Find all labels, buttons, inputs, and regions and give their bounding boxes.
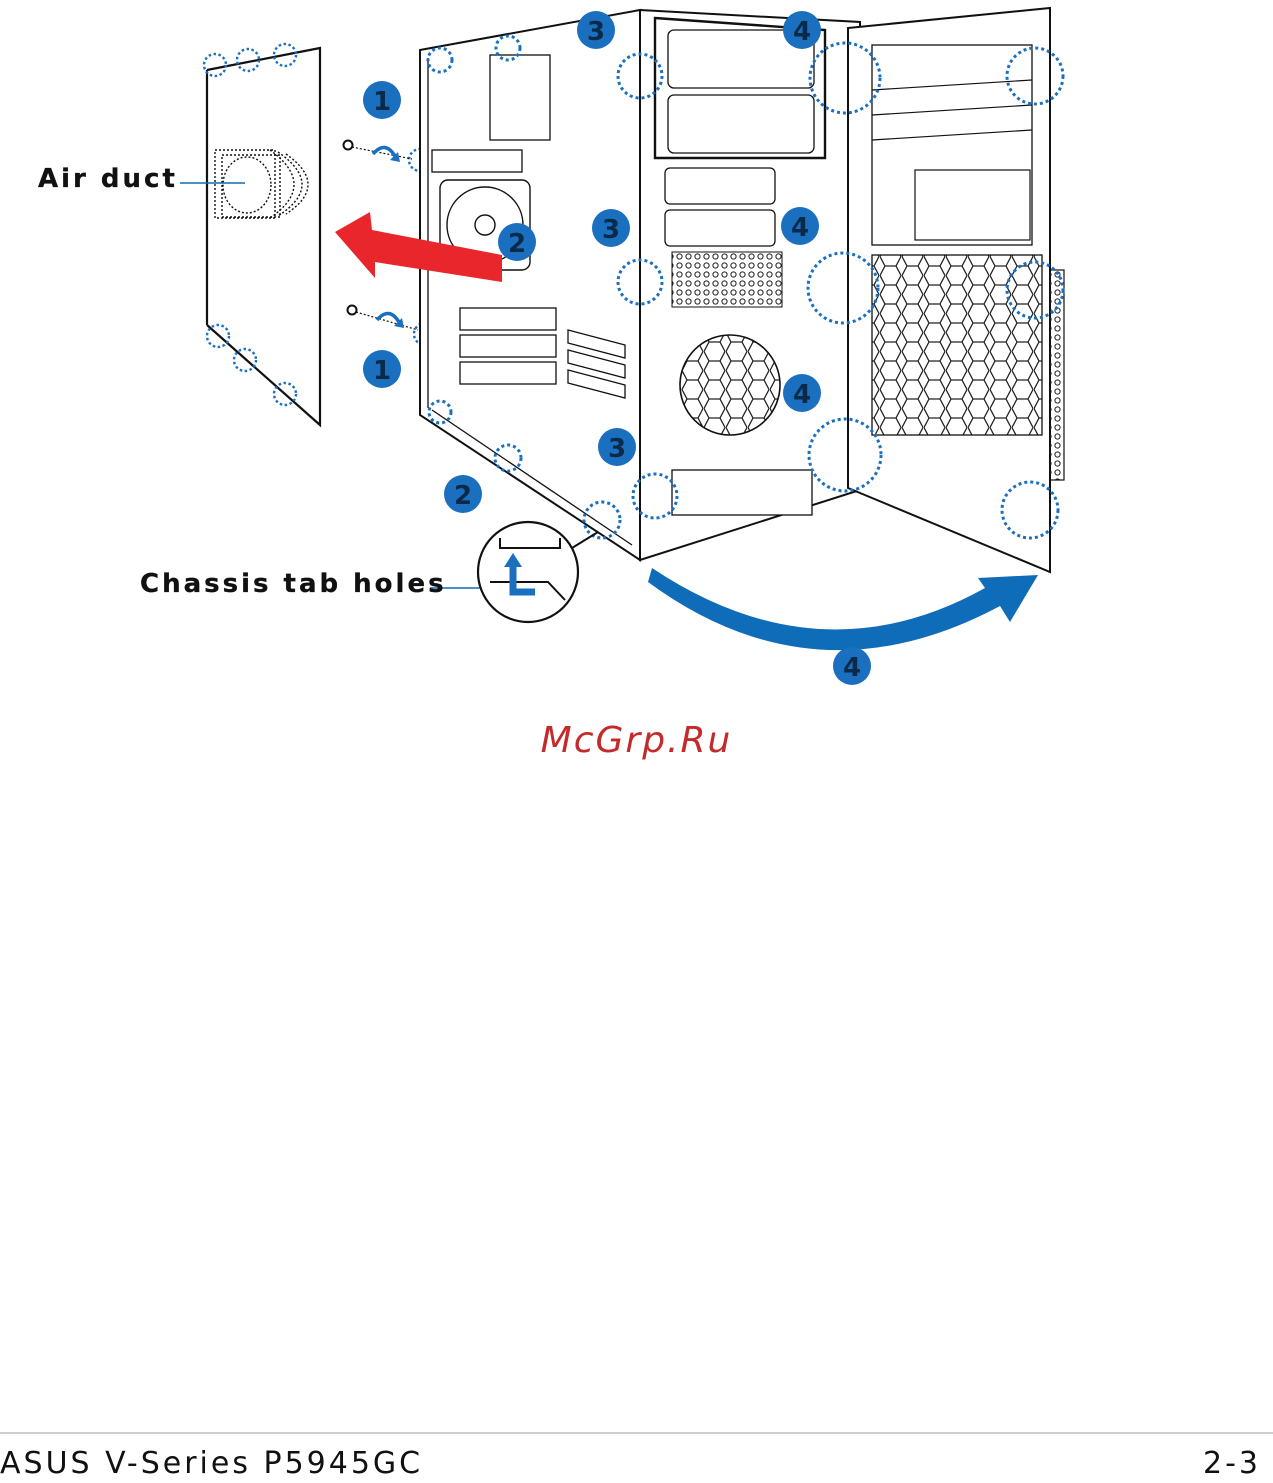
step-badge: 1 <box>363 350 401 388</box>
step-badge: 1 <box>363 81 401 119</box>
step-badge: 2 <box>498 223 536 261</box>
watermark: McGrp.Ru <box>0 720 1273 761</box>
step-badge: 3 <box>592 209 630 247</box>
step-badge: 4 <box>783 374 821 412</box>
footer-manual-title: ASUS V-Series P5945GC <box>0 1446 423 1481</box>
svg-text:2: 2 <box>508 229 526 259</box>
svg-text:2: 2 <box>454 481 472 511</box>
svg-text:4: 4 <box>793 380 811 410</box>
air-duct-label: Air duct <box>38 164 178 194</box>
step-badge: 4 <box>781 207 819 245</box>
svg-text:4: 4 <box>793 17 811 47</box>
side-panel <box>207 48 320 425</box>
chassis-body <box>420 10 860 560</box>
footer-page-number: 2-3 <box>1203 1446 1261 1481</box>
tab-hole-detail <box>478 522 598 622</box>
svg-text:4: 4 <box>843 653 861 683</box>
svg-text:1: 1 <box>373 356 391 386</box>
swing-arrow <box>648 568 1038 650</box>
step-badge: 3 <box>577 11 615 49</box>
step-badge: 2 <box>444 475 482 513</box>
svg-text:1: 1 <box>373 87 391 117</box>
svg-text:3: 3 <box>587 17 605 47</box>
chassis-assembly-figure: 1 1 2 2 3 3 3 4 4 4 4 Air duct Chassis t… <box>0 0 1273 700</box>
screw-icon <box>348 306 419 331</box>
step-badge: 4 <box>783 11 821 49</box>
svg-text:3: 3 <box>608 434 626 464</box>
footer-divider <box>0 1432 1273 1434</box>
step-badge: 4 <box>833 647 871 685</box>
chassis-tab-holes-label: Chassis tab holes <box>140 569 447 599</box>
svg-text:3: 3 <box>602 215 620 245</box>
svg-text:4: 4 <box>791 213 809 243</box>
step-badge: 3 <box>598 428 636 466</box>
screw-icon <box>344 141 413 163</box>
front-bezel <box>848 8 1064 572</box>
